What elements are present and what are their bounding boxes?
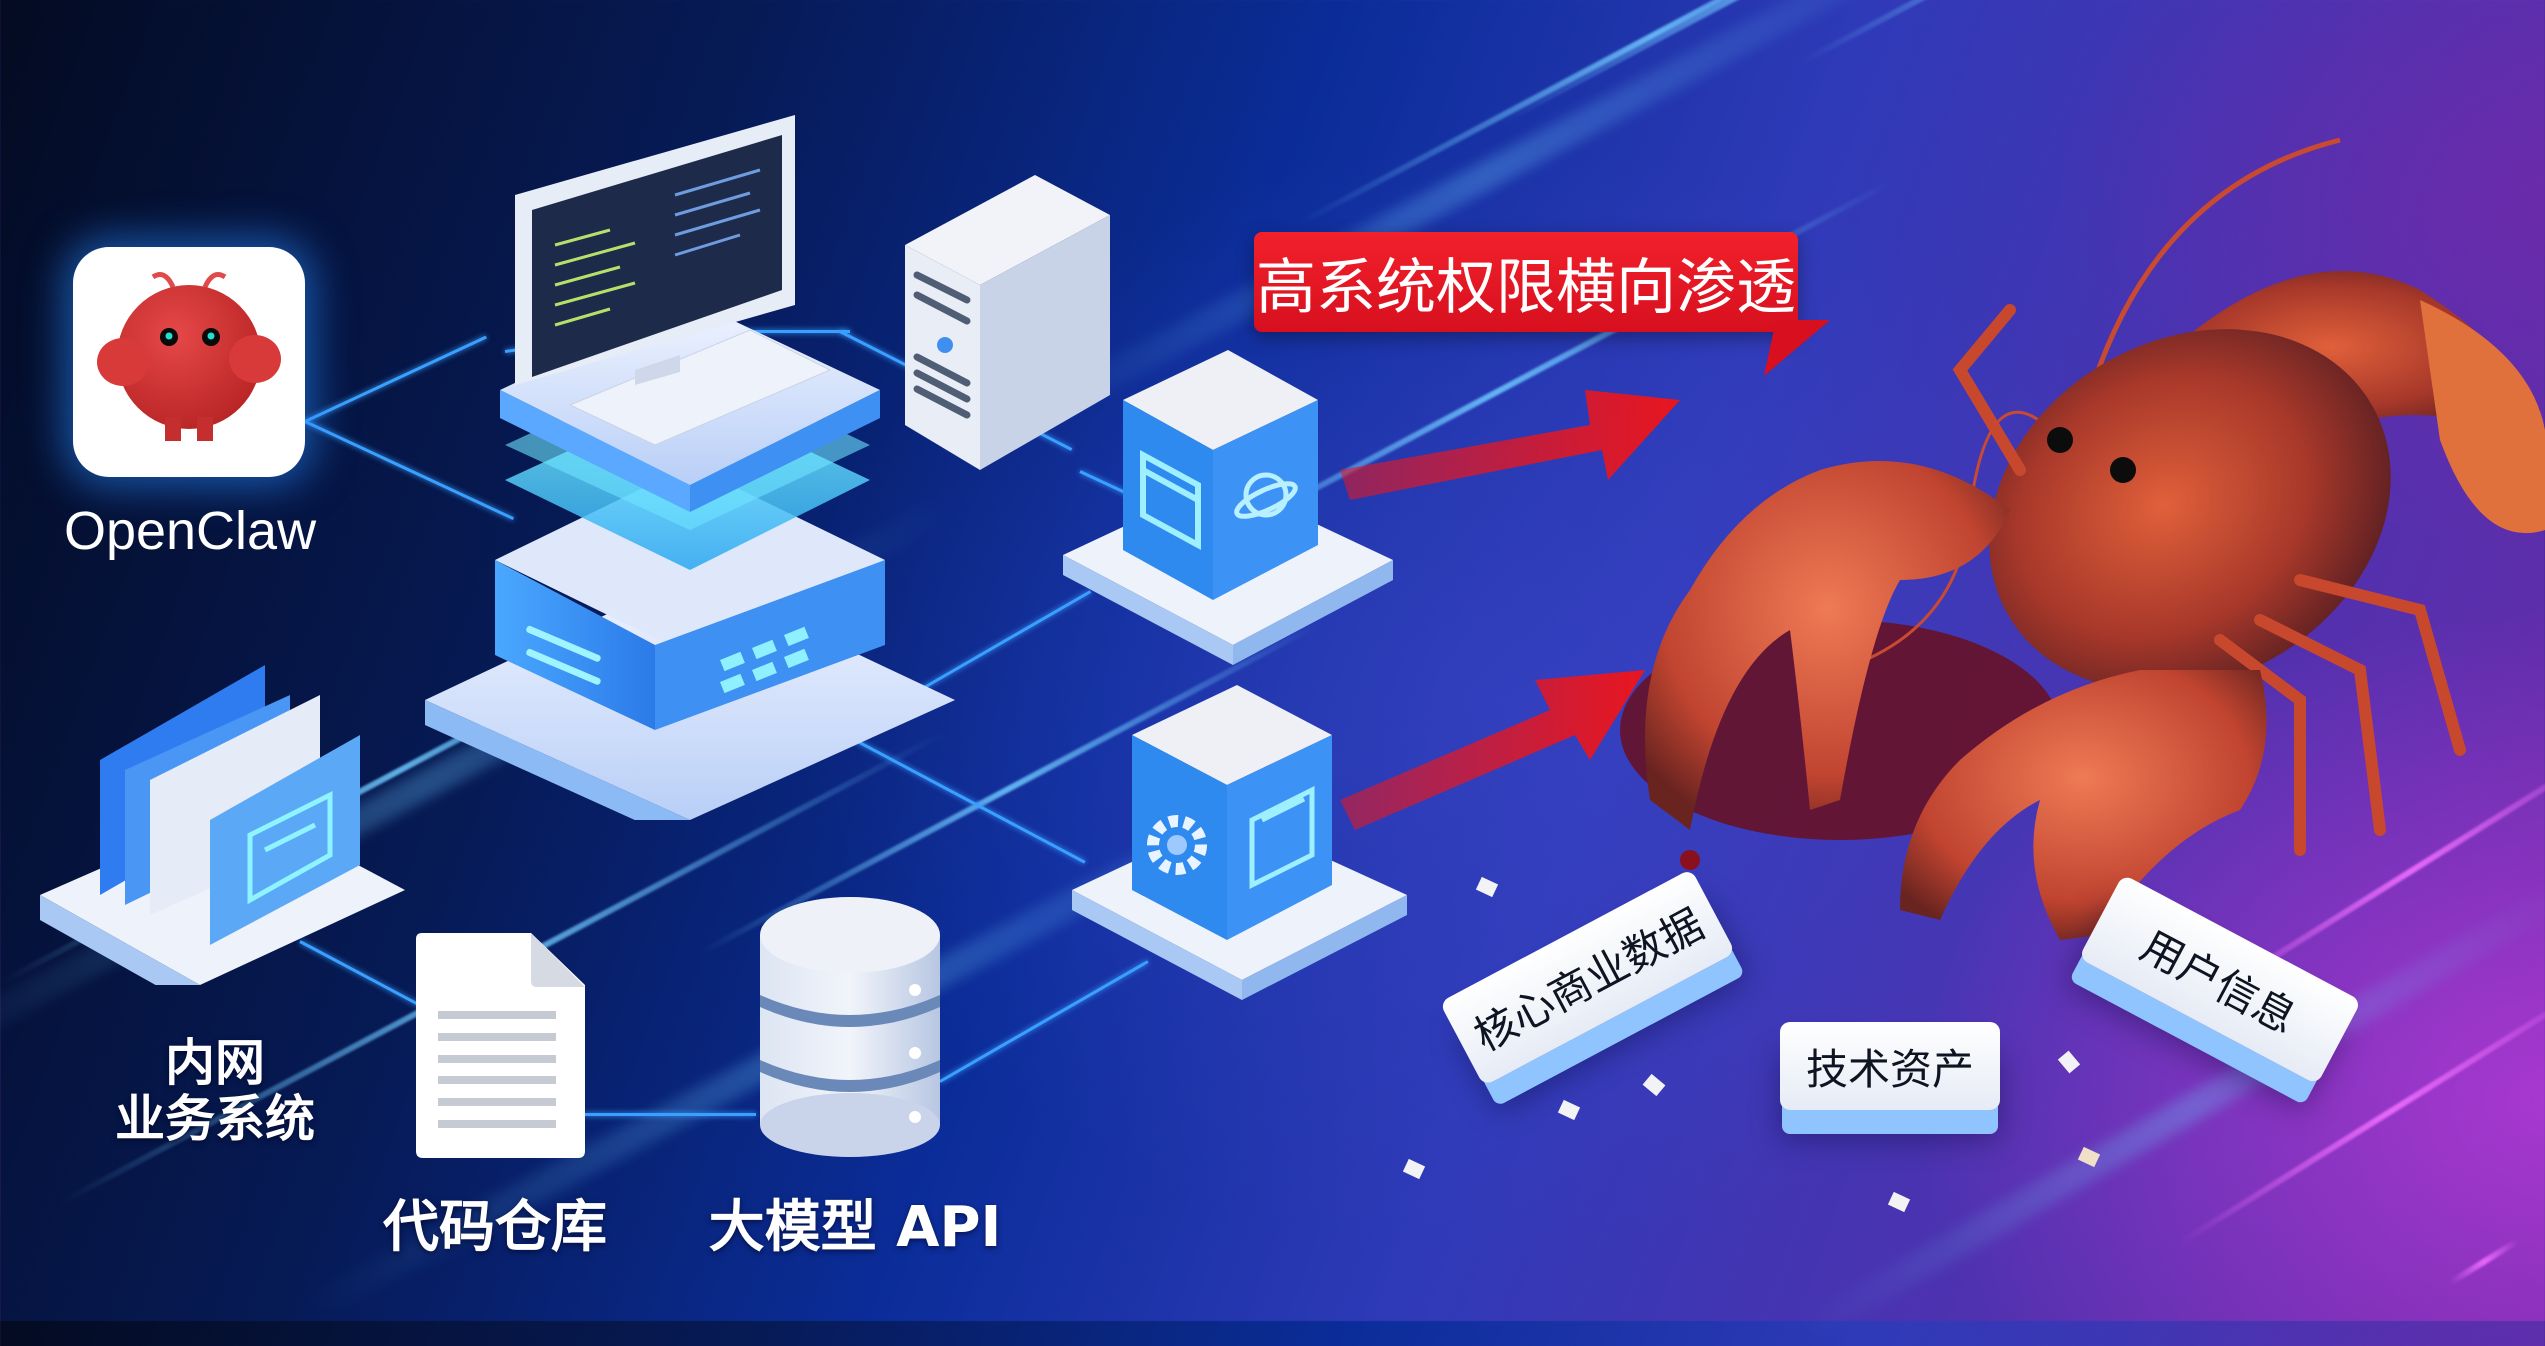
brand-name: OpenClaw [63, 501, 317, 561]
lobster-icon [1620, 137, 2545, 940]
folder-icon [1249, 785, 1315, 890]
computer-server-stack-icon [425, 115, 955, 845]
app-cube-node-bottom[interactable] [1072, 680, 1412, 1005]
intranet-label: 内网 业务系统 [95, 1035, 335, 1147]
intranet-label-line1: 内网 [165, 1034, 265, 1092]
workstation-node[interactable] [420, 100, 960, 845]
code-repo-label: 代码仓库 [383, 1195, 607, 1260]
gear-icon [1147, 815, 1207, 875]
files-stand-icon [40, 665, 405, 1010]
llm-api-node[interactable] [755, 895, 945, 1160]
app-cube-node-top[interactable] [1063, 345, 1398, 670]
lateral-movement-callout: 高系统权限横向渗透 [1254, 232, 1798, 332]
document-icon [416, 933, 585, 1158]
intranet-node[interactable] [30, 640, 410, 1010]
server-tower-icon [905, 175, 1110, 470]
tower-server-node[interactable] [905, 175, 1110, 475]
llm-api-label: 大模型 API [708, 1195, 1002, 1260]
intranet-label-line2: 业务系统 [115, 1090, 315, 1148]
window-icon [1140, 449, 1201, 551]
attack-arrow-bottom [1340, 650, 1660, 830]
database-icon [760, 897, 940, 1157]
asset-key-tech-assets: 技术资产 [1780, 1022, 2000, 1110]
attack-arrow-top [1340, 370, 1680, 510]
lobster-mascot-icon [97, 272, 281, 441]
code-repo-node[interactable] [413, 933, 588, 1158]
planet-icon [1234, 472, 1298, 519]
openclaw-app-icon[interactable] [73, 247, 305, 477]
lobster-threat [1540, 110, 2545, 950]
